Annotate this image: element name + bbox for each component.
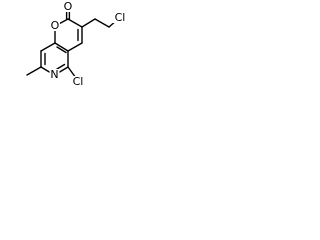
nitrogen-bg: [49, 69, 60, 80]
chain-chlorine-label: Cl: [115, 11, 126, 24]
bond-ch2-ch2: [94, 18, 110, 28]
bond-c8-c8a: [40, 42, 56, 52]
ring-chlorine-bg: [70, 76, 85, 87]
bond-c5-n6: [57, 66, 69, 74]
bond-c5-n6-double: [56, 63, 66, 70]
carbonyl-oxygen-label: O: [64, 0, 73, 13]
carbonyl-oxygen-bg: [63, 1, 73, 12]
ring-oxygen-bg: [50, 20, 60, 31]
bond-n6-c7: [40, 66, 52, 74]
ring-oxygen-label: O: [51, 19, 60, 32]
chemical-structure-diagram: O O N Cl Cl: [26, 0, 127, 88]
bond-c8a-c4a-inner: [56, 46, 67, 54]
bond-c3-ch2: [81, 18, 96, 28]
bond-c2-c3: [67, 18, 83, 28]
nitrogen-label: N: [50, 68, 58, 81]
bond-c7-methyl: [26, 66, 42, 76]
ring-chlorine-label: Cl: [73, 75, 84, 88]
bond-c4a-c8a: [54, 42, 69, 52]
chain-chlorine-bg: [112, 12, 127, 23]
bond-c4-c4a: [67, 42, 83, 52]
